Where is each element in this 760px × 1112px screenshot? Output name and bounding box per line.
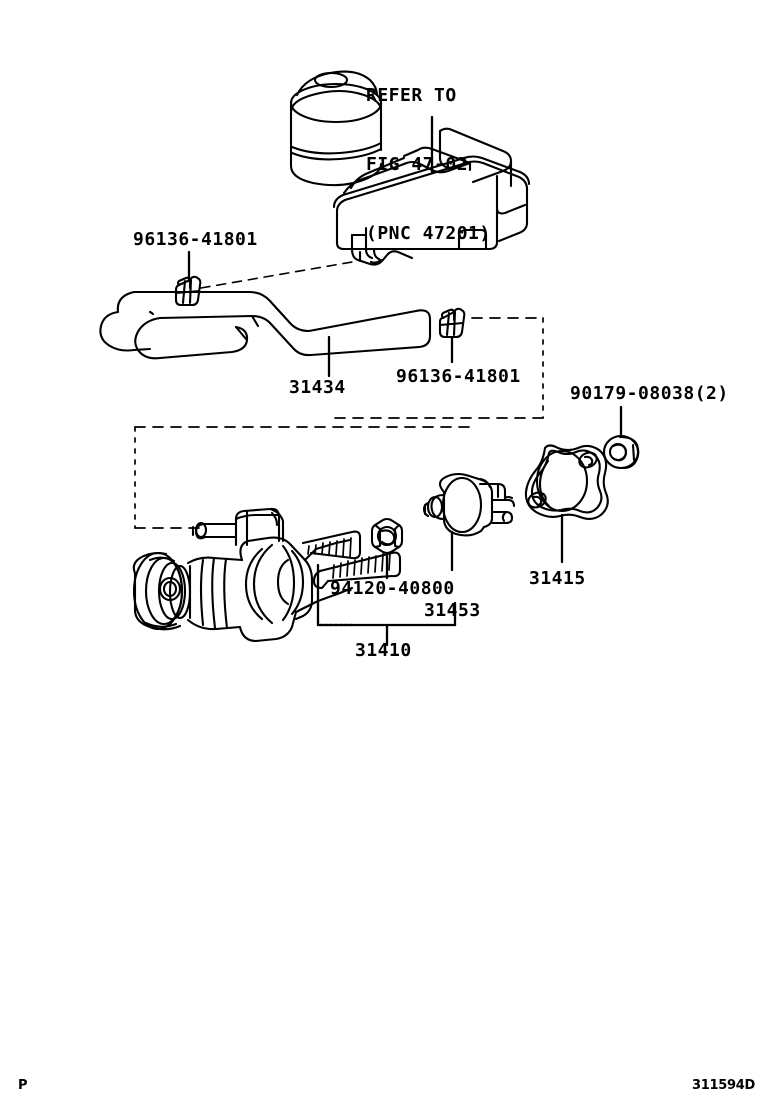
refer-to-line1: REFER TO — [366, 85, 457, 106]
master-cylinder-illustration — [132, 507, 402, 643]
hexnut-94120-illustration — [370, 517, 404, 555]
hose-illustration — [99, 290, 432, 360]
footer-diagram-code: 311594D — [692, 1078, 755, 1093]
label-assembly-31410: 31410 — [355, 640, 412, 661]
label-nut-90179: 90179-08038(2) — [570, 383, 729, 404]
dashed-box-upper — [329, 317, 544, 419]
reservoir-cap-illustration — [289, 70, 383, 187]
bracket-31415-illustration — [524, 444, 609, 520]
footer-left: P — [18, 1078, 28, 1093]
label-bracket-31415: 31415 — [529, 568, 586, 589]
dashed-leader-clamp-to-reservoir — [200, 261, 353, 289]
refer-to-line2: FIG 47-02 — [366, 154, 469, 175]
label-clamp-lower: 96136-41801 — [396, 366, 521, 387]
dashed-box-lower — [134, 426, 471, 529]
label-valve-31453: 31453 — [424, 600, 481, 621]
refer-to-note: REFER TO FIG 47-02 (PNC 47201) — [366, 38, 491, 291]
clamp-lower-illustration — [438, 307, 466, 339]
label-hexnut-94120: 94120-40800 — [330, 578, 455, 599]
valve-31453-illustration — [422, 472, 516, 537]
label-clamp-upper: 96136-41801 — [133, 229, 258, 250]
nut-90179-illustration — [602, 434, 640, 470]
reservoir-tank-illustration — [332, 127, 531, 266]
label-hose-31434: 31434 — [289, 377, 346, 398]
refer-to-line3: (PNC 47201) — [366, 223, 491, 244]
